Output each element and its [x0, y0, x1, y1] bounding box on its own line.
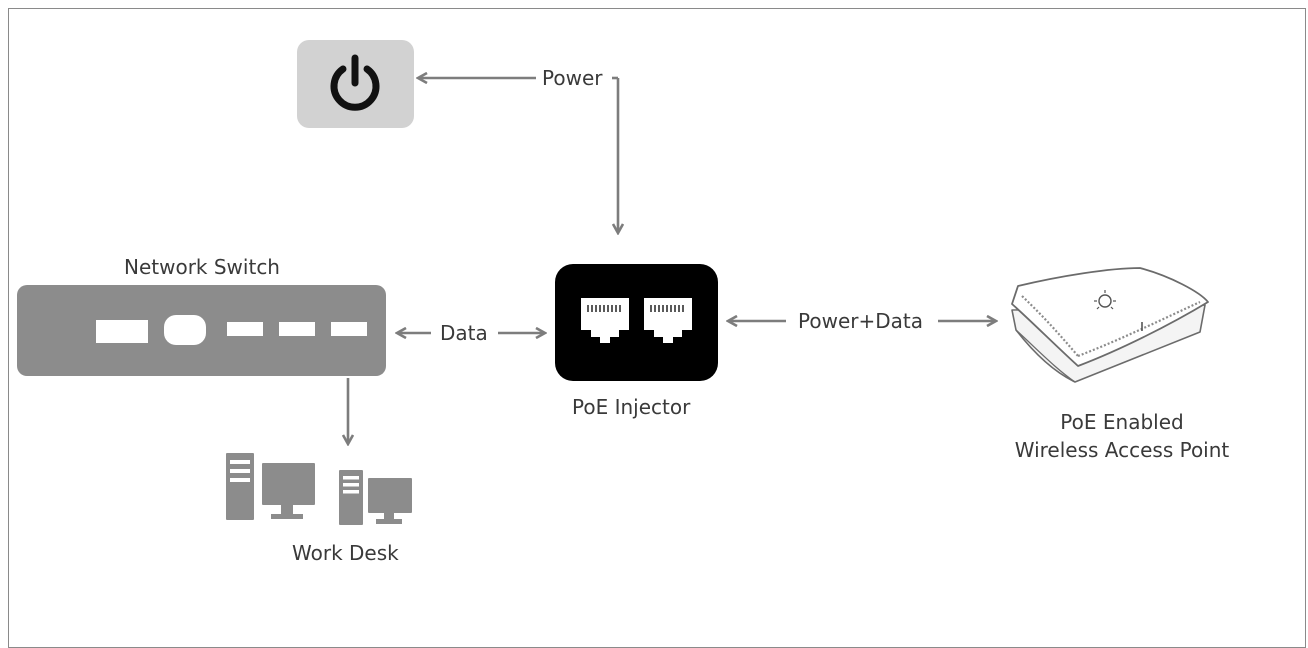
desktop-computer-icon — [339, 470, 412, 525]
access-point-label-line1: PoE Enabled — [1060, 410, 1184, 434]
power-source — [297, 40, 414, 128]
ethernet-port-right — [644, 298, 692, 343]
poe-injector-icon — [555, 264, 718, 381]
desktop-computer-icon — [226, 453, 315, 520]
access-point-label-line2: Wireless Access Point — [1014, 438, 1230, 462]
poe-injector-label: PoE Injector — [572, 395, 691, 419]
ethernet-port-left — [581, 298, 629, 343]
power-arrow — [418, 78, 618, 233]
power-icon — [330, 54, 380, 111]
wireless-access-point-icon — [1011, 267, 1209, 383]
network-switch-icon — [17, 285, 386, 376]
power-label: Power — [542, 66, 603, 90]
power-data-label: Power+Data — [798, 309, 923, 333]
data-label: Data — [440, 321, 488, 345]
poe-diagram — [17, 40, 1209, 525]
network-switch-label: Network Switch — [124, 255, 280, 279]
work-desk-label: Work Desk — [292, 541, 399, 565]
